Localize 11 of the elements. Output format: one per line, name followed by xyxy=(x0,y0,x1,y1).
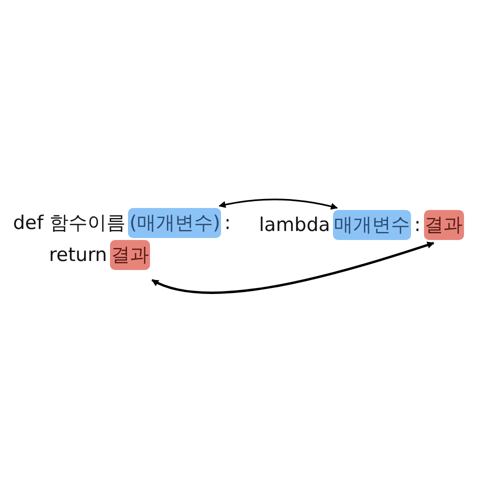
colon-text: : xyxy=(223,212,232,234)
colon-text: : xyxy=(413,214,422,236)
code-text: lambda xyxy=(258,214,332,236)
curved-arrow xyxy=(218,198,338,210)
code-text: def 함수이름 xyxy=(12,211,126,236)
result-highlight: 결과 xyxy=(424,210,464,240)
curved-arrow xyxy=(151,242,434,294)
parameter-highlight: 매개변수 xyxy=(333,210,412,240)
parameter-highlight: (매개변수) xyxy=(128,208,222,238)
result-highlight: 결과 xyxy=(110,240,150,270)
code-text: return xyxy=(48,244,108,266)
